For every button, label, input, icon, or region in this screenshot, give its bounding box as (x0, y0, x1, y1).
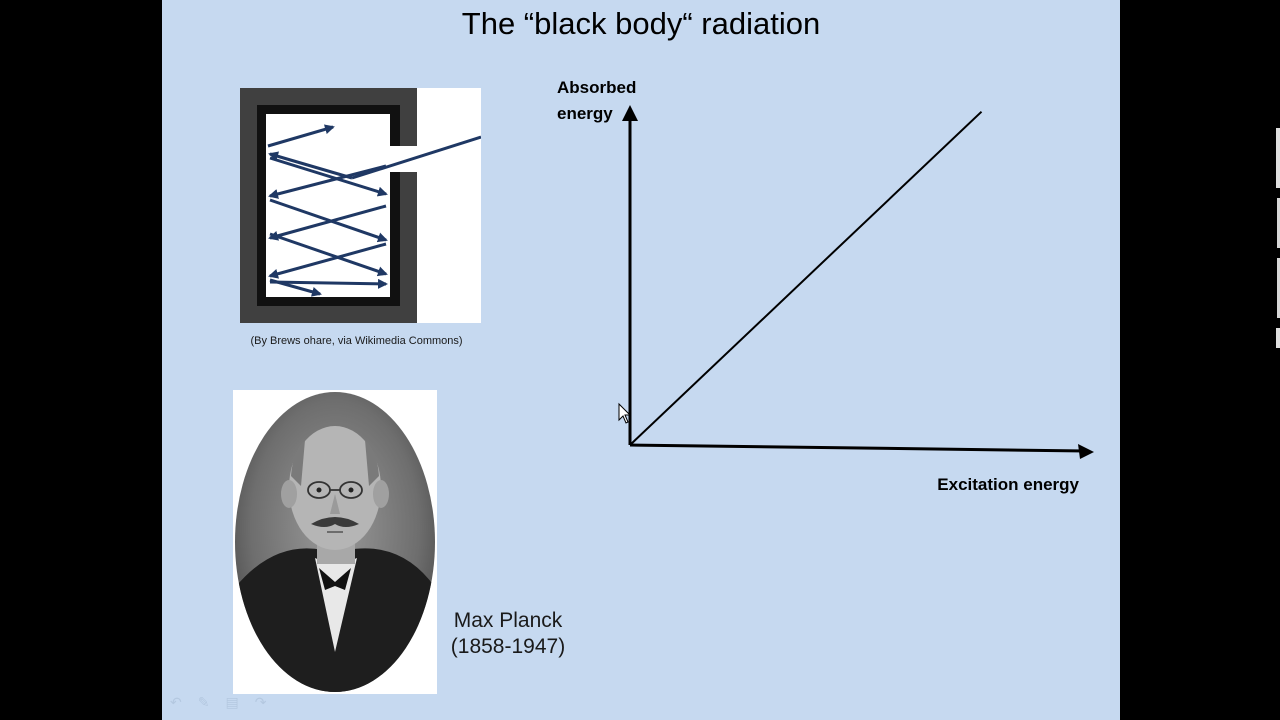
slideshow-controls: ↶ ✎ ▤ ↷ (170, 692, 266, 712)
mouse-cursor-icon (619, 404, 630, 423)
x-axis-label: Excitation energy (937, 475, 1079, 494)
y-axis-label-line-2: energy (557, 104, 613, 123)
chart: Absorbed energy Excitation energy (162, 0, 1120, 720)
undo-arrow-icon[interactable]: ↶ (170, 692, 182, 712)
pen-icon[interactable]: ✎ (198, 692, 210, 712)
slide: The “black body“ radiation (162, 0, 1120, 720)
window-edge-artifact (1270, 128, 1280, 348)
redo-arrow-icon[interactable]: ↷ (255, 692, 267, 712)
x-axis (630, 445, 1086, 451)
menu-icon[interactable]: ▤ (225, 692, 238, 712)
y-axis-arrowhead (622, 105, 638, 121)
data-line (630, 112, 982, 445)
y-axis-label-line-1: Absorbed (557, 78, 636, 97)
x-axis-arrowhead (1078, 444, 1094, 459)
